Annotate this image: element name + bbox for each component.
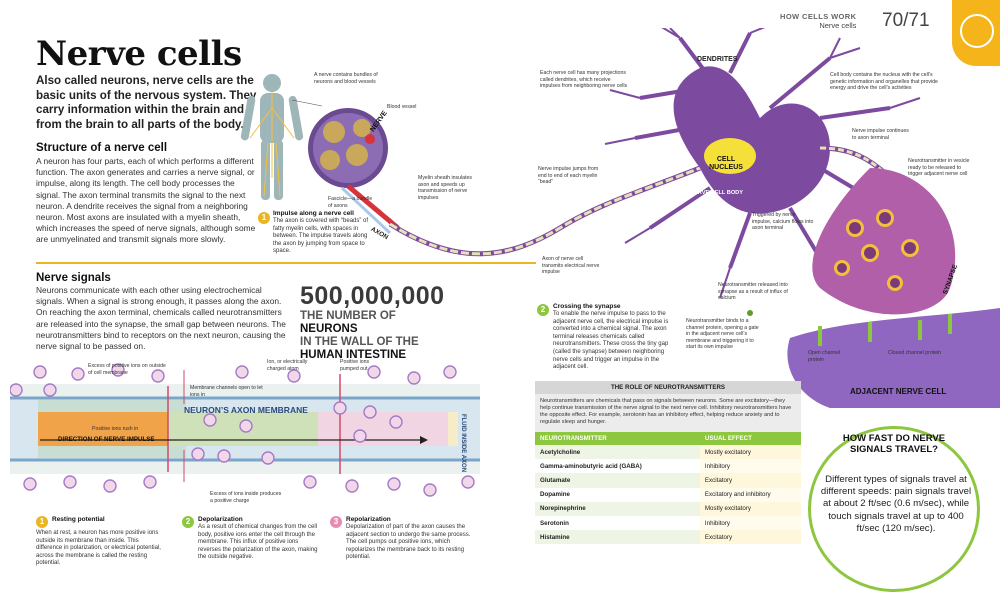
adjacent-nerve-cell [787,308,1000,408]
intro-text: Also called neurons, nerve cells are the… [36,74,257,131]
cell-effect: Excitatory and inhibitory [699,487,801,502]
label-binds: Neurotransmitter binds to a channel prot… [686,318,759,351]
membrane-step-2-badge: 2 [182,516,194,528]
speed-callout [808,426,980,592]
label-dendrites: DENDRITES [697,56,738,63]
cell-effect: Excitatory [699,473,801,488]
label-cell: CELL [716,156,736,163]
label-cell-nucleus: CELL NUCLEUS [700,156,752,172]
membrane-step-2-text: As a result of chemical changes from the… [198,524,318,561]
column-header-neurotransmitter: NEUROTRANSMITTER [535,432,700,445]
page-title: Nerve cells [36,34,242,74]
label-adjacent-nerve-cell: ADJACENT NERVE CELL [850,387,947,396]
stat-line3: HUMAN INTESTINE [300,349,407,361]
step-1-badge: 1 [258,212,270,224]
label-jumps: Nerve impulse jumps from end to end of e… [538,166,599,186]
cell-effect: Excitatory [699,530,801,545]
label-nerve-cell-body: NERVE CELL BODY [690,190,743,196]
step-2-title: Crossing the synapse [553,303,621,310]
label-vesicle: Neurotransmitter in vesicle ready to be … [908,158,970,178]
label-released: Neurotransmitter released into synapse a… [718,282,788,302]
cell-name: Histamine [535,530,700,545]
structure-heading: Structure of a nerve cell [36,142,168,154]
label-blood-vessel: Blood vessel [387,104,417,110]
membrane-step-3-badge: 3 [330,516,342,528]
label-excess-ions: Excess of ions inside produces a positiv… [210,491,282,504]
stat-number: 500,000,000 [300,282,445,310]
cell-name: Serotonin [535,515,700,531]
stat-neurons: NEURONS [300,323,358,335]
table-heading: THE ROLE OF NEUROTRANSMITTERS [535,381,801,394]
stat-caption: THE NUMBER OF NEURONS IN THE WALL OF THE… [300,310,450,362]
label-projections: Each nerve cell has many projections cal… [540,70,628,90]
label-pumped: Positive ions pumped out [340,359,370,372]
step-2-badge: 2 [537,304,549,316]
step-1-title: Impulse along a nerve cell [273,210,354,217]
label-closed-channel: Closed channel protein [888,350,942,356]
label-triggered: Triggered by nerve impulse, calcium flow… [752,212,814,232]
label-continues: Nerve impulse continues to axon terminal [852,128,909,141]
subsection-name: Nerve cells [819,21,857,30]
running-header: HOW CELLS WORK Nerve cells [780,12,856,30]
membrane-step-1-title: Resting potential [52,516,105,523]
axon-terminal [812,168,956,315]
label-cell-body-contains: Cell body contains the nucleus with the … [830,72,938,92]
neurotransmitter-table: THE ROLE OF NEUROTRANSMITTERS Neurotrans… [535,381,801,545]
cell-name: Gamma-aminobutyric acid (GABA) [535,459,700,474]
human-figure-icon [240,74,304,200]
step-2-text: To enable the nerve impulse to pass to t… [553,311,669,371]
label-transmits: Axon of nerve cell transmits electrical … [542,256,600,276]
cell-name: Glutamate [535,473,700,488]
label-fascicle: Fascicle—a bundle of axons [328,196,373,209]
cell-name: Acetylcholine [535,445,700,460]
cell-icon [960,14,994,48]
label-fluid: FLUID INSIDE AXON [460,413,467,473]
label-open-channel: Open channel protein [808,350,841,363]
membrane-step-3-title: Repolarization [346,516,391,523]
section-divider [36,262,536,264]
table-body: NEUROTRANSMITTER USUAL EFFECT Acetylchol… [535,432,801,545]
signals-heading: Nerve signals [36,272,111,284]
section-name: HOW CELLS WORK [780,12,857,21]
membrane-diagram [10,363,480,497]
structure-text: A neuron has four parts, each of which p… [36,156,256,245]
speed-answer: Different types of signals travel at dif… [820,474,972,534]
table-description: Neurotransmitters are chemicals that pas… [535,394,801,432]
signals-text: Neurons communicate with each other usin… [36,285,286,352]
table-row: Gamma-aminobutyric acid (GABA)Inhibitory [535,459,801,474]
label-ion: Ion, or electrically charged atom [267,359,308,372]
membrane-step-1-badge: 1 [36,516,48,528]
cell-effect: Inhibitory [699,459,801,474]
membrane-step-2-title: Depolarization [198,516,243,523]
cell-name: Norepinephrine [535,501,700,516]
cell-effect: Mostly excitatory [699,501,801,516]
membrane-step-3-text: Depolarization of part of the axon cause… [346,524,471,561]
cell-effect: Inhibitory [699,515,801,531]
stat-line1: THE NUMBER OF [300,310,396,322]
label-rush: Positive ions rush in [92,426,139,432]
step-1-text: The axon is covered with “beads” of fatt… [273,218,369,255]
neuron-diagram [240,28,1000,408]
label-excess-pos: Excess of positive ions on outside of ce… [88,363,166,376]
page-numbers: 70/71 [882,10,930,31]
label-nucleus: NUCLEUS [709,164,743,171]
membrane-step-1-text: When at rest, a neuron has more positive… [36,530,161,567]
cell-effect: Mostly excitatory [699,445,801,460]
label-membrane: NEURON’S AXON MEMBRANE [184,405,308,415]
label-channels: Membrane channels open to let ions in [190,385,263,398]
neuron-cell-body [604,28,921,299]
label-nerve-contains: A nerve contains bundles of neurons and … [314,72,378,85]
cell-name: Dopamine [535,487,700,502]
speed-question: HOW FAST DO NERVE SIGNALS TRAVEL? [842,433,946,455]
column-header-effect: USUAL EFFECT [699,432,801,445]
stat-line2: IN THE WALL OF THE [300,336,419,348]
label-direction: DIRECTION OF NERVE IMPULSE [58,436,155,443]
label-myelin: Myelin sheath insulates axon and speeds … [418,175,472,201]
